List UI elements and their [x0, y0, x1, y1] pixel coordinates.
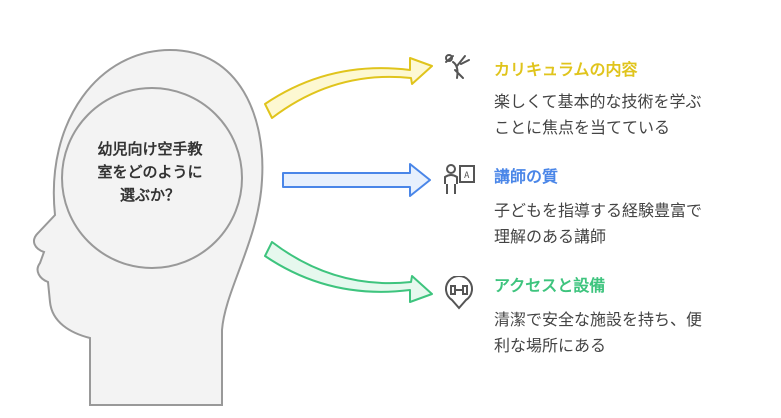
arrow-instructor — [282, 163, 431, 197]
arrow-curriculum — [264, 57, 433, 119]
center-line: 幼児向け空手教 — [97, 140, 203, 158]
center-question: 幼児向け空手教 室をどのように 選ぶか？ — [75, 138, 225, 207]
instructor-icon: A — [444, 164, 475, 194]
desc-line: 楽しくて基本的な技術を学ぶ — [494, 92, 702, 111]
access-description: 清潔で安全な施設を持ち、便利な場所にある — [494, 307, 774, 359]
gym-location-icon — [445, 276, 473, 310]
karate-kick-icon — [445, 54, 470, 79]
desc-line: 清潔で安全な施設を持ち、便 — [494, 310, 703, 329]
arrow-access — [264, 241, 433, 303]
curriculum-description: 楽しくて基本的な技術を学ぶことに焦点を当てている — [494, 89, 774, 141]
svg-text:A: A — [464, 171, 470, 181]
instructor-description: 子どもを指導する経験豊富で理解のある講師 — [494, 198, 774, 250]
desc-line: 子どもを指導する経験豊富で — [494, 201, 703, 220]
desc-line: 理解のある講師 — [494, 227, 607, 246]
center-line: 選ぶか？ — [119, 186, 180, 204]
desc-line: ことに焦点を当てている — [494, 118, 671, 137]
instructor-title: 講師の質 — [494, 167, 559, 186]
access-title: アクセスと設備 — [494, 276, 606, 295]
center-line: 室をどのように — [97, 163, 203, 181]
curriculum-title: カリキュラムの内容 — [494, 60, 638, 79]
center-circle — [61, 87, 243, 269]
desc-line: 利な場所にある — [494, 336, 607, 355]
